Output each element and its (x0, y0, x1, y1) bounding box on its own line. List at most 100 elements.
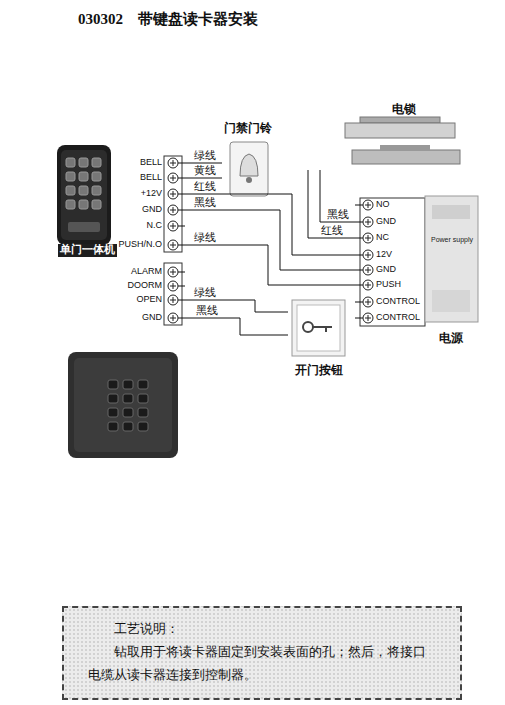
terminal-name: CONTROL (376, 313, 420, 323)
drawing-part (355, 270, 363, 271)
drawing-part (355, 302, 363, 303)
drawing-part (92, 172, 101, 181)
wire (308, 170, 355, 238)
drawing-part (66, 186, 75, 195)
drawing-part (108, 422, 118, 431)
drawing-part (380, 145, 430, 150)
drawing-part (313, 326, 332, 328)
terminal-name: CONTROL (376, 297, 420, 307)
drawing-part (292, 300, 345, 356)
drawing-part (368, 219, 369, 225)
drawing-part (363, 217, 373, 227)
drawing-part (173, 160, 174, 166)
drawing-part (61, 150, 107, 240)
drawing-part (123, 408, 133, 417)
terminal-name: PUSH/N.O (118, 240, 162, 250)
drawing-part (363, 297, 373, 307)
drawing-part (138, 422, 148, 431)
wire (185, 163, 222, 164)
terminal-name: ALARM (131, 267, 162, 277)
drawing-part (352, 150, 460, 164)
drawing-part (79, 186, 88, 195)
drawing-part (240, 154, 258, 176)
drawing-part (168, 158, 178, 168)
drawing-part (66, 158, 75, 167)
wire (185, 318, 288, 335)
device-label: Power supply (431, 236, 473, 244)
terminal-name: GND (142, 313, 162, 323)
drawing-part (173, 175, 174, 181)
device-label: 单门一体机 (58, 244, 117, 257)
device-label: 门禁门铃 (224, 122, 272, 136)
drawing-part (66, 172, 75, 181)
wire-color-label: 黑线 (193, 197, 217, 209)
drawing-part (345, 123, 455, 138)
drawing-part (173, 207, 174, 213)
drawing-part (246, 177, 252, 183)
drawing-part (178, 163, 185, 164)
drawing-part (363, 280, 373, 290)
drawing-part (168, 267, 178, 277)
drawing-part (360, 198, 425, 326)
drawing-part (363, 200, 373, 210)
drawing-part (178, 318, 185, 319)
drawing-part (138, 394, 148, 403)
drawing-part (363, 250, 373, 260)
drawing-part (66, 200, 75, 209)
note-box: 工艺说明：钻取用于将读卡器固定到安装表面的孔；然后，将接口电缆从读卡器连接到控制… (62, 606, 462, 700)
wire-color-label: 红线 (193, 181, 217, 193)
door-bell: 门禁门铃 (222, 122, 274, 200)
drawing-part (297, 305, 340, 351)
terminal-name: 12V (376, 250, 392, 260)
drawing-part (108, 394, 118, 403)
drawing-part (138, 380, 148, 389)
drawing-part (368, 299, 369, 305)
drawing-part (432, 205, 470, 219)
device-label: 电锁 (392, 103, 416, 117)
drawing-part (68, 222, 100, 232)
terminal-name: OPEN (136, 295, 162, 305)
terminal-name: GND (376, 217, 396, 227)
drawing-part (355, 255, 363, 256)
drawing-part (368, 315, 369, 321)
note-heading: 工艺说明： (88, 618, 436, 641)
drawing-part (178, 226, 185, 227)
reader-device: 单门一体机 (55, 140, 185, 330)
drawing-part (178, 178, 185, 179)
terminal-name: +12V (141, 189, 162, 199)
device-label: 电源 (439, 332, 463, 346)
wire-color-label: 红线 (320, 225, 344, 237)
drawing-part (173, 191, 174, 197)
drawing-part (168, 313, 178, 323)
drawing-part (108, 408, 118, 417)
drawing-part (164, 156, 182, 252)
drawing-part (173, 269, 174, 275)
drawing-part (363, 233, 373, 243)
electric-lock: 电锁 (300, 103, 465, 170)
drawing-part (355, 285, 363, 286)
drawing-part (123, 380, 133, 389)
drawing-part (79, 172, 88, 181)
drawing-part (168, 189, 178, 199)
drawing-part (168, 205, 178, 215)
wire-color-label: 绿线 (193, 150, 217, 162)
drawing-part (138, 408, 148, 417)
drawing-part (74, 358, 172, 452)
power-supply: 电源 Power supply (355, 192, 480, 352)
terminal-name: GND (376, 265, 396, 275)
wire-color-label: 黄线 (193, 165, 217, 177)
drawing-part (108, 380, 148, 431)
drawing-part (79, 158, 88, 167)
drawing-part (178, 210, 185, 211)
drawing-part (92, 186, 101, 195)
drawing-part (303, 322, 313, 332)
drawing-part (57, 145, 111, 245)
exit-button: 开门按钮 (288, 296, 350, 382)
drawing-part (368, 267, 369, 273)
wire (320, 170, 355, 222)
